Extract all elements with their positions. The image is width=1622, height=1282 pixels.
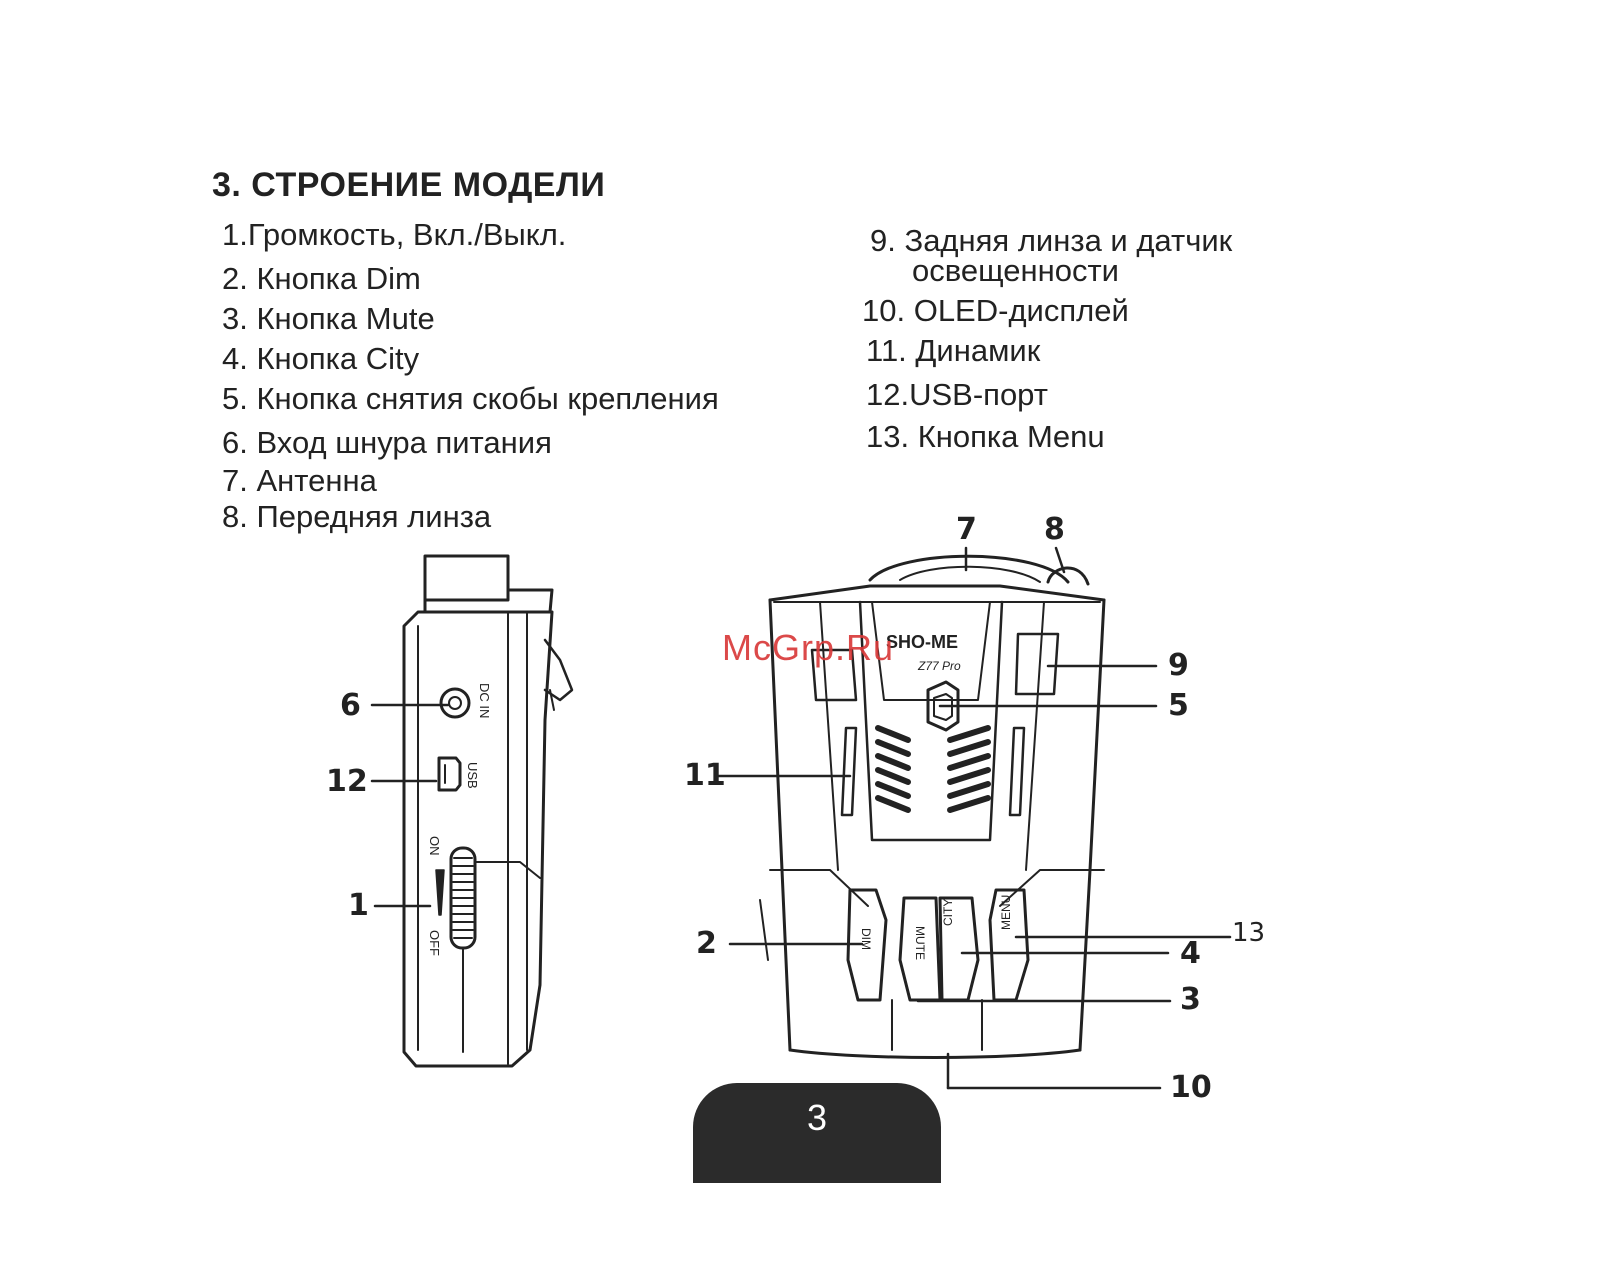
off-label: OFF [427, 930, 442, 956]
list-item-9-cont: освещенности [912, 253, 1119, 288]
callout-4: 4 [1180, 936, 1201, 971]
callout-2: 2 [696, 926, 717, 961]
callout-6: 6 [340, 688, 361, 723]
list-item-11: 11. Динамик [866, 333, 1041, 368]
callout-8: 8 [1044, 512, 1065, 547]
list-item-12: 12.USB-порт [866, 377, 1048, 412]
callout-3: 3 [1180, 982, 1201, 1017]
list-item-2: 2. Кнопка Dim [222, 261, 421, 296]
page-number-tab: 3 [693, 1083, 941, 1183]
list-item-4: 4. Кнопка City [222, 341, 420, 376]
menu-button-label: MENU [999, 895, 1013, 930]
front-view [759, 554, 1106, 1059]
section-title: 3. СТРОЕНИЕ МОДЕЛИ [212, 166, 606, 204]
callout-10: 10 [1170, 1070, 1212, 1105]
city-button-label: CITY [941, 899, 955, 926]
callout-5: 5 [1168, 688, 1189, 723]
list-item-13: 13. Кнопка Menu [866, 419, 1105, 454]
callout-13: 13 [1232, 918, 1266, 948]
callout-12: 12 [326, 764, 368, 799]
callout-1: 1 [348, 888, 369, 923]
model-label: Z77 Pro [917, 659, 961, 673]
on-label: ON [427, 836, 442, 856]
list-item-3: 3. Кнопка Mute [222, 301, 435, 336]
callout-9: 9 [1168, 648, 1189, 683]
watermark-text: McGrp.Ru [722, 627, 895, 668]
list-item-5: 5. Кнопка снятия скобы крепления [222, 381, 719, 416]
page-number: 3 [806, 1097, 828, 1138]
side-view [402, 554, 574, 1068]
list-item-1: 1.Громкость, Вкл./Выкл. [222, 217, 567, 252]
list-item-10: 10. OLED-дисплей [862, 293, 1129, 328]
list-item-6: 6. Вход шнура питания [222, 425, 552, 460]
callout-11: 11 [684, 758, 726, 793]
dc-in-label: DC IN [477, 683, 492, 718]
dim-button-label: DIM [859, 928, 873, 950]
list-item-7: 7. Антенна [222, 463, 377, 498]
list-item-9: 9. Задняя линза и датчик [870, 223, 1233, 258]
usb-label: USB [465, 762, 480, 789]
mute-button-label: MUTE [913, 926, 927, 960]
list-item-8: 8. Передняя линза [222, 499, 492, 534]
brand-logo-text: SHO-ME [886, 632, 958, 652]
callout-7: 7 [956, 512, 977, 547]
